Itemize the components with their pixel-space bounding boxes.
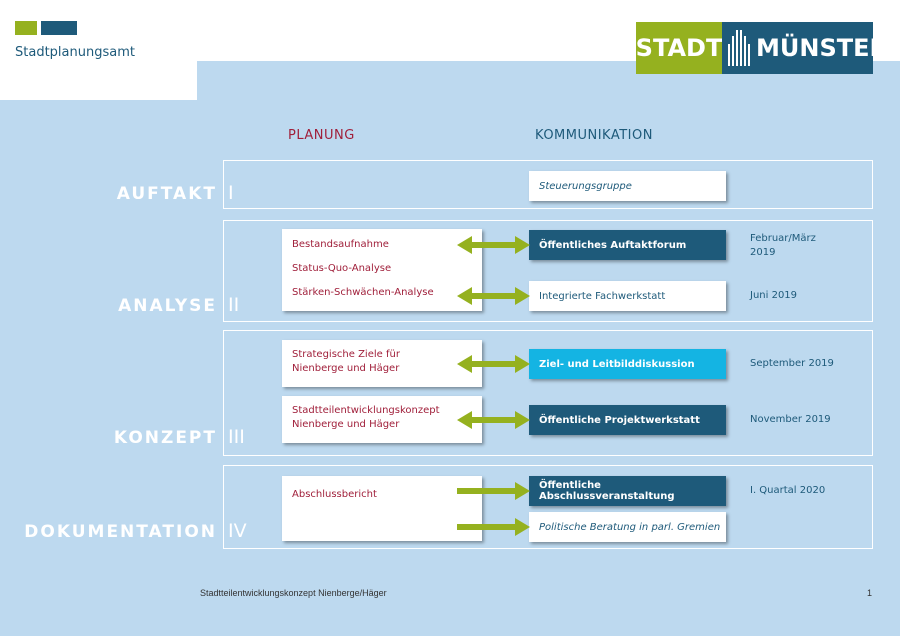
date-3: September 2019 — [750, 358, 834, 369]
phase-label-dokumentation: DOKUMENTATION — [24, 522, 217, 542]
phase-roman-analyse: II — [228, 294, 240, 316]
arrow-double-ziele — [457, 355, 530, 373]
arrow-double-swot — [457, 287, 530, 305]
logo-stadt: STADT — [636, 22, 722, 74]
planning-box-ziele: Strategische Ziele für Nienberge und Häg… — [282, 340, 482, 387]
phase-frame-dokumentation — [223, 465, 873, 549]
comm-auftaktforum: Öffentliches Auftaktforum — [529, 230, 726, 260]
comm-fachwerkstatt: Integrierte Fachwerkstatt — [529, 281, 726, 311]
date-1-line2: 2019 — [750, 247, 776, 258]
column-header-communication: KOMMUNIKATION — [535, 128, 653, 143]
page-number: 1 — [867, 588, 873, 598]
planning-item-bericht: Abschlussbericht — [292, 489, 377, 500]
planning-box-konzept: Stadtteilentwicklungskonzept Nienberge u… — [282, 396, 482, 443]
logo-muenster-text: MÜNSTER — [756, 34, 888, 62]
cathedral-icon — [728, 30, 750, 66]
phase-roman-konzept: III — [228, 426, 245, 448]
logo-square-blue — [41, 21, 77, 35]
date-5: I. Quartal 2020 — [750, 485, 826, 496]
comm-leitbild: Ziel- und Leitbilddiskussion — [529, 349, 726, 379]
comm-steuerung: Steuerungsgruppe — [529, 171, 726, 201]
date-1-line1: Februar/März — [750, 233, 816, 244]
arrow-double-konzept — [457, 411, 530, 429]
footer-text: Stadtteilentwicklungskonzept Nienberge/H… — [200, 588, 387, 598]
arrow-single-abschluss — [457, 482, 530, 500]
phase-frame-analyse — [223, 220, 873, 322]
planning-box-analyse: Bestandsaufnahme Status-Quo-Analyse Stär… — [282, 229, 482, 311]
phase-label-konzept: KONZEPT — [113, 428, 217, 448]
planning-item-statusquo: Status-Quo-Analyse — [292, 263, 392, 274]
planning-item-bestand: Bestandsaufnahme — [292, 239, 389, 250]
planning-konzept-line1: Stadtteilentwicklungskonzept — [292, 405, 440, 416]
phase-roman-auftakt: I — [228, 182, 234, 204]
comm-beratung: Politische Beratung in parl. Gremien — [529, 512, 726, 542]
logo-square-green — [15, 21, 37, 35]
phase-frame-konzept — [223, 330, 873, 456]
date-2: Juni 2019 — [750, 290, 798, 301]
comm-abschluss: Öffentliche Abschlussveranstaltung — [529, 476, 726, 506]
department-name: Stadtplanungsamt — [15, 45, 135, 60]
header-white-panel — [0, 0, 197, 100]
comm-projektwerkstatt: Öffentliche Projektwerkstatt — [529, 405, 726, 435]
phase-roman-dokumentation: IV — [228, 520, 247, 542]
logo-muenster: MÜNSTER — [722, 22, 888, 74]
planning-ziele-line1: Strategische Ziele für — [292, 349, 400, 360]
phase-label-auftakt: AUFTAKT — [116, 184, 217, 204]
date-4: November 2019 — [750, 414, 831, 425]
planning-ziele-line2: Nienberge und Häger — [292, 363, 400, 374]
planning-konzept-line2: Nienberge und Häger — [292, 419, 400, 430]
phase-label-analyse: ANALYSE — [118, 296, 217, 316]
arrow-single-beratung — [457, 518, 530, 536]
column-header-planning: PLANUNG — [288, 128, 355, 143]
arrow-double-bestand — [457, 236, 530, 254]
planning-item-swot: Stärken-Schwächen-Analyse — [292, 287, 434, 298]
date-1: Februar/März 2019 — [750, 232, 816, 260]
phase-frame-auftakt — [223, 160, 873, 209]
planning-box-bericht: Abschlussbericht — [282, 476, 482, 541]
